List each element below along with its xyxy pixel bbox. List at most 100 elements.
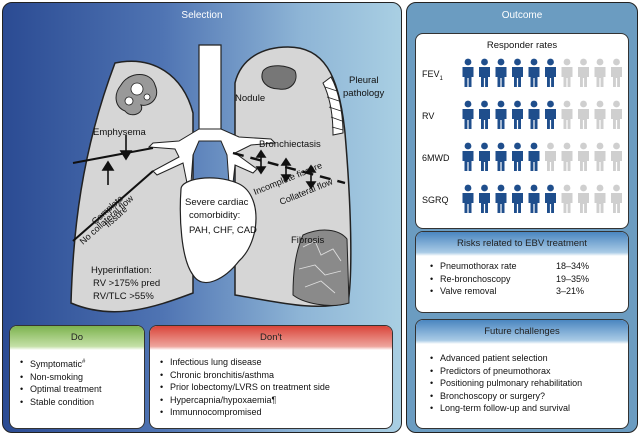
label-cardiac-1: Severe cardiac [185, 197, 249, 208]
label-hyper-2: RV >175% pred [93, 278, 160, 289]
non-responder-person-icon [578, 58, 589, 87]
responder-icon-row [462, 100, 622, 129]
non-responder-person-icon [545, 142, 556, 171]
label-pleural-1: Pleural [349, 75, 379, 86]
non-responder-person-icon [578, 184, 589, 213]
list-item: Immunnocompromised [158, 406, 330, 419]
list-item: Long-term follow-up and survival [428, 402, 582, 415]
dont-list: Infectious lung disease Chronic bronchit… [158, 356, 330, 419]
responder-person-icon [528, 142, 540, 171]
risks-box: Risks related to EBV treatment Pneumotho… [415, 231, 629, 313]
list-item: Optimal treatment [18, 383, 102, 396]
lung-diagram: Emphysema Complete fissure No collateral… [70, 44, 384, 313]
responder-icon-row [462, 142, 622, 171]
responder-person-icon [462, 142, 474, 171]
responder-person-icon [462, 100, 474, 129]
non-responder-person-icon [594, 58, 606, 87]
non-responder-person-icon [594, 142, 606, 171]
label-pleural-2: pathology [343, 88, 384, 99]
responder-person-icon [462, 58, 474, 87]
non-responder-person-icon [561, 142, 573, 171]
non-responder-person-icon [611, 184, 622, 213]
responder-person-icon [512, 184, 523, 213]
responder-person-icon [479, 184, 490, 213]
responder-person-icon [528, 58, 540, 87]
selection-panel: Selection [2, 2, 402, 433]
risks-list: Pneumothorax rate Re-bronchoscopy Valve … [428, 260, 517, 298]
non-responder-person-icon [561, 100, 573, 129]
non-responder-person-icon [561, 58, 573, 87]
nodule-icon [261, 65, 297, 90]
label-fibrosis: Fibrosis [291, 235, 325, 246]
non-responder-person-icon [611, 100, 622, 129]
label-emphysema: Emphysema [93, 127, 147, 138]
list-item: Hypercapnia/hypoxaemia¶ [158, 394, 330, 407]
responder-row-label: SGRQ [422, 195, 449, 205]
future-box: Future challenges Advanced patient selec… [415, 319, 629, 429]
emphysema-cyst-icon [115, 74, 157, 116]
responder-person-icon [512, 100, 523, 129]
label-bronchiectasis: Bronchiectasis [259, 139, 321, 150]
responder-person-icon [512, 58, 523, 87]
responder-person-icon [479, 142, 490, 171]
responder-person-icon [528, 184, 540, 213]
do-box: Do Symptomatic# Non-smoking Optimal trea… [9, 325, 145, 429]
responder-person-icon [528, 100, 540, 129]
responder-icon-row [462, 58, 622, 87]
list-item: Chronic bronchitis/asthma [158, 369, 330, 382]
trachea [198, 44, 222, 132]
dont-title: Don't [150, 326, 392, 350]
label-hyper-3: RV/TLC >55% [93, 291, 154, 302]
responder-person-icon [495, 58, 507, 87]
list-item: Symptomatic# [18, 356, 102, 371]
responder-person-icon [545, 100, 556, 129]
responder-person-icon [495, 142, 507, 171]
list-item: Prior lobectomy/LVRS on treatment side [158, 381, 330, 394]
left-lung [70, 60, 194, 313]
non-responder-person-icon [611, 142, 622, 171]
bronchi [147, 128, 277, 184]
responder-person-icon [495, 184, 507, 213]
non-responder-person-icon [594, 100, 606, 129]
responder-person-icon [462, 184, 474, 213]
risk-value: 19–35% [556, 273, 590, 284]
list-item: Valve removal [428, 285, 517, 298]
future-title: Future challenges [416, 320, 628, 344]
do-title: Do [10, 326, 144, 350]
risk-value: 18–34% [556, 261, 590, 271]
responder-person-icon [512, 142, 523, 171]
responder-row-label: RV [422, 111, 435, 121]
do-list: Symptomatic# Non-smoking Optimal treatme… [18, 356, 102, 408]
responder-person-icon [479, 100, 490, 129]
responder-row-label: FEV1 [422, 69, 443, 82]
non-responder-person-icon [594, 184, 606, 213]
non-responder-person-icon [578, 100, 589, 129]
risks-title: Risks related to EBV treatment [416, 232, 628, 256]
responder-row-label: 6MWD [422, 153, 450, 163]
responder-icon-row [462, 184, 622, 213]
list-item: Infectious lung disease [158, 356, 330, 369]
outcome-title: Outcome [501, 10, 543, 21]
label-hyper-1: Hyperinflation: [91, 265, 152, 276]
heart [179, 177, 257, 284]
list-item: Predictors of pneumothorax [428, 365, 582, 378]
list-item: Stable condition [18, 396, 102, 409]
responder-person-icon [495, 100, 507, 129]
responder-person-icon [545, 58, 556, 87]
label-cardiac-2: comorbidity: [189, 210, 240, 221]
selection-title: Selection [181, 10, 223, 21]
risk-value: 3–21% [556, 286, 585, 297]
dont-box: Don't Infectious lung disease Chronic br… [149, 325, 393, 429]
label-cardiac-3: PAH, CHF, CAD [189, 225, 257, 236]
non-responder-person-icon [578, 142, 589, 171]
responder-person-icon [545, 184, 556, 213]
list-item: Non-smoking [18, 371, 102, 384]
list-item: Bronchoscopy or surgery? [428, 390, 582, 403]
future-list: Advanced patient selection Predictors of… [428, 352, 582, 415]
list-item: Advanced patient selection [428, 352, 582, 365]
non-responder-person-icon [561, 184, 573, 213]
list-item: Positioning pulmonary rehabilitation [428, 377, 582, 390]
list-item: Re-bronchoscopy [428, 273, 517, 286]
